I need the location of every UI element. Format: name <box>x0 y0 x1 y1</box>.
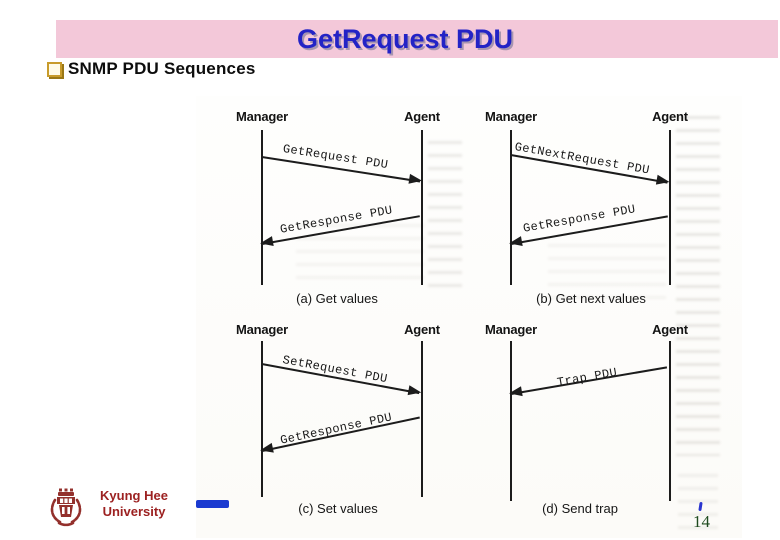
message-label: GetResponse PDU <box>279 410 394 448</box>
manager-lifeline <box>261 341 263 497</box>
agent-lifeline <box>669 130 671 285</box>
diagram-set-values: Manager Agent SetRequest PDU GetResponse… <box>200 315 460 538</box>
diagram-get-values: Manager Agent GetRequest PDU GetResponse… <box>200 100 460 319</box>
arrowhead-icon <box>655 174 671 187</box>
diagram-caption: (c) Set values <box>298 501 378 516</box>
blue-accent-bar <box>196 500 229 508</box>
message-label: SetRequest PDU <box>281 353 389 387</box>
agent-lifeline <box>421 130 423 285</box>
university-seal-icon <box>50 488 82 527</box>
diagram-caption: (a) Get values <box>296 291 378 306</box>
diagram-caption: (b) Get next values <box>536 291 646 306</box>
snmp-pdu-sequence-figure: Manager Agent GetRequest PDU GetResponse… <box>196 96 742 538</box>
slide-title: GetRequest PDU <box>296 23 514 54</box>
manager-lifeline <box>510 341 512 501</box>
arrowhead-icon <box>259 442 274 456</box>
bullet-square-icon <box>47 62 62 77</box>
scan-bleed-artifact <box>296 224 424 286</box>
institution-line2: University <box>102 504 166 519</box>
manager-lifeline <box>510 130 512 285</box>
agent-label: Agent <box>404 109 440 124</box>
scan-bleed-artifact <box>676 116 720 456</box>
institution-name: Kyung Hee University <box>88 488 180 520</box>
agent-label: Agent <box>404 322 440 337</box>
manager-label: Manager <box>235 322 289 337</box>
diagram-send-trap: Manager Agent Trap PDU (d) Send trap <box>460 315 720 538</box>
arrowhead-icon <box>407 385 423 398</box>
agent-lifeline <box>669 341 671 501</box>
diagram-caption: (d) Send trap <box>542 501 618 516</box>
arrowhead-icon <box>508 386 523 399</box>
scan-bleed-artifact <box>428 141 462 291</box>
manager-label: Manager <box>235 109 289 124</box>
scan-bleed-artifact <box>678 474 718 534</box>
scan-bleed-artifact <box>548 244 666 306</box>
arrowhead-icon <box>508 236 523 249</box>
agent-label: Agent <box>652 322 688 337</box>
slide-heading: SNMP PDU Sequences <box>68 59 256 78</box>
manager-label: Manager <box>484 109 538 124</box>
manager-label: Manager <box>484 322 538 337</box>
agent-label: Agent <box>652 109 688 124</box>
page-number: 14 <box>693 512 710 531</box>
institution-line1: Kyung Hee <box>100 488 168 503</box>
agent-lifeline <box>421 341 423 497</box>
diagram-get-next-values: Manager Agent GetNextRequest PDU GetResp… <box>460 100 720 319</box>
arrowhead-icon <box>408 173 423 186</box>
manager-lifeline <box>261 130 263 285</box>
message-label: Trap PDU <box>556 365 619 390</box>
title-banner: GetRequest PDU <box>56 20 778 58</box>
arrowhead-icon <box>259 236 274 249</box>
